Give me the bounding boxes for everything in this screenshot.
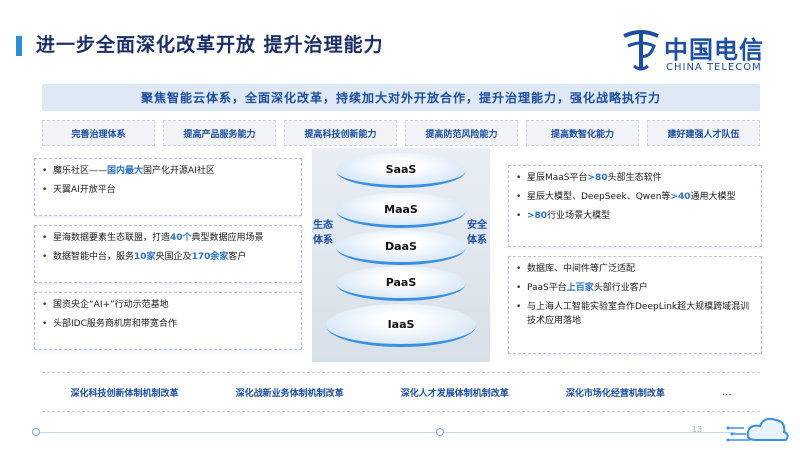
capability-item: 提高防范风险能力 <box>405 120 518 146</box>
reform-item: 深化人才发展体制机制改革 <box>400 388 509 399</box>
list-item: 与上海人工智能实验室合作DeepLink超大规模跨域混训技术应用落地 <box>516 300 753 328</box>
capability-row: 完善治理体系 提高产品服务能力 提高科技创新能力 提高防范风险能力 提高数智化能… <box>42 120 760 146</box>
list-item: >80行业场景大模型 <box>516 209 761 223</box>
reform-row: 深化科技创新体制机制改革 深化战新业务体制机制改革 深化人才发展体制机制改革 深… <box>42 372 760 412</box>
footer-dot-icon <box>32 428 40 436</box>
list-item: 数据库、中间件等广泛适配 <box>516 262 753 276</box>
capability-item: 建好建强人才队伍 <box>647 120 760 146</box>
layer-daas: DaaS <box>336 230 466 265</box>
cloud-circuit-icon <box>726 417 789 442</box>
right-card-1: 星辰MaaS平台>80头部生态软件 星辰大模型、DeepSeek、Qwen等>4… <box>508 165 762 247</box>
security-label: 安全体系 <box>467 220 487 246</box>
list-item: 数据智能中台，服务10家央国企及170余家客户 <box>42 250 301 264</box>
layer-saas: SaaS <box>336 153 466 188</box>
title-accent-bar <box>16 36 22 56</box>
capability-item: 提高产品服务能力 <box>163 120 276 146</box>
left-card-1: 魔乐社区——国内最大国产化开源AI社区 天翼AI开放平台 <box>34 158 302 216</box>
logo-text-cn: 中国电信 <box>664 36 764 64</box>
list-item: 天翼AI开放平台 <box>42 183 301 197</box>
list-item: 头部IDC服务商机房和带宽合作 <box>42 317 301 331</box>
ecosystem-label: 生态体系 <box>313 220 333 246</box>
layer-iaas: IaaS <box>326 304 476 347</box>
left-card-2: 星海数据要素生态联盟，打造40个典型数据应用场景 数据智能中台，服务10家央国企… <box>34 225 302 283</box>
page-number: 13 <box>692 425 703 434</box>
china-telecom-emblem-icon <box>623 30 659 71</box>
right-card-2: 数据库、中间件等广泛适配 PaaS平台上百家头部行业客户 与上海人工智能实验室合… <box>508 256 762 354</box>
reform-item: 深化市场化经营机制改革 <box>565 388 665 399</box>
list-item: 魔乐社区——国内最大国产化开源AI社区 <box>42 164 301 178</box>
layer-paas: PaaS <box>336 266 466 301</box>
strategy-banner: 聚焦智能云体系，全面深化改革，持续加大对外开放合作，提升治理能力，强化战略执行力 <box>42 84 760 111</box>
logo-text-en: CHINA TELECOM <box>666 62 762 73</box>
capability-item: 提高科技创新能力 <box>284 120 397 146</box>
footer-dot-icon <box>436 428 444 436</box>
list-item: 星辰大模型、DeepSeek、Qwen等>40通用大模型 <box>516 190 761 204</box>
list-item: 星辰MaaS平台>80头部生态软件 <box>516 171 761 185</box>
page-title: 进一步全面深化改革开放 提升治理能力 <box>36 34 384 56</box>
capability-item: 提高数智化能力 <box>526 120 639 146</box>
reform-item: 深化战新业务体制机制改革 <box>235 388 344 399</box>
footer-line <box>36 432 736 433</box>
list-item: 星海数据要素生态联盟，打造40个典型数据应用场景 <box>42 231 301 245</box>
reform-more: ... <box>721 386 732 398</box>
left-card-3: 国资央企“AI+”行动示范基地 头部IDC服务商机房和带宽合作 <box>34 292 302 350</box>
layer-maas: MaaS <box>336 193 466 228</box>
reform-item: 深化科技创新体制机制改革 <box>70 388 179 399</box>
china-telecom-logo: 中国电信 CHINA TELECOM <box>620 26 790 81</box>
capability-item: 完善治理体系 <box>42 120 155 146</box>
list-item: PaaS平台上百家头部行业客户 <box>516 281 753 295</box>
list-item: 国资央企“AI+”行动示范基地 <box>42 298 301 312</box>
